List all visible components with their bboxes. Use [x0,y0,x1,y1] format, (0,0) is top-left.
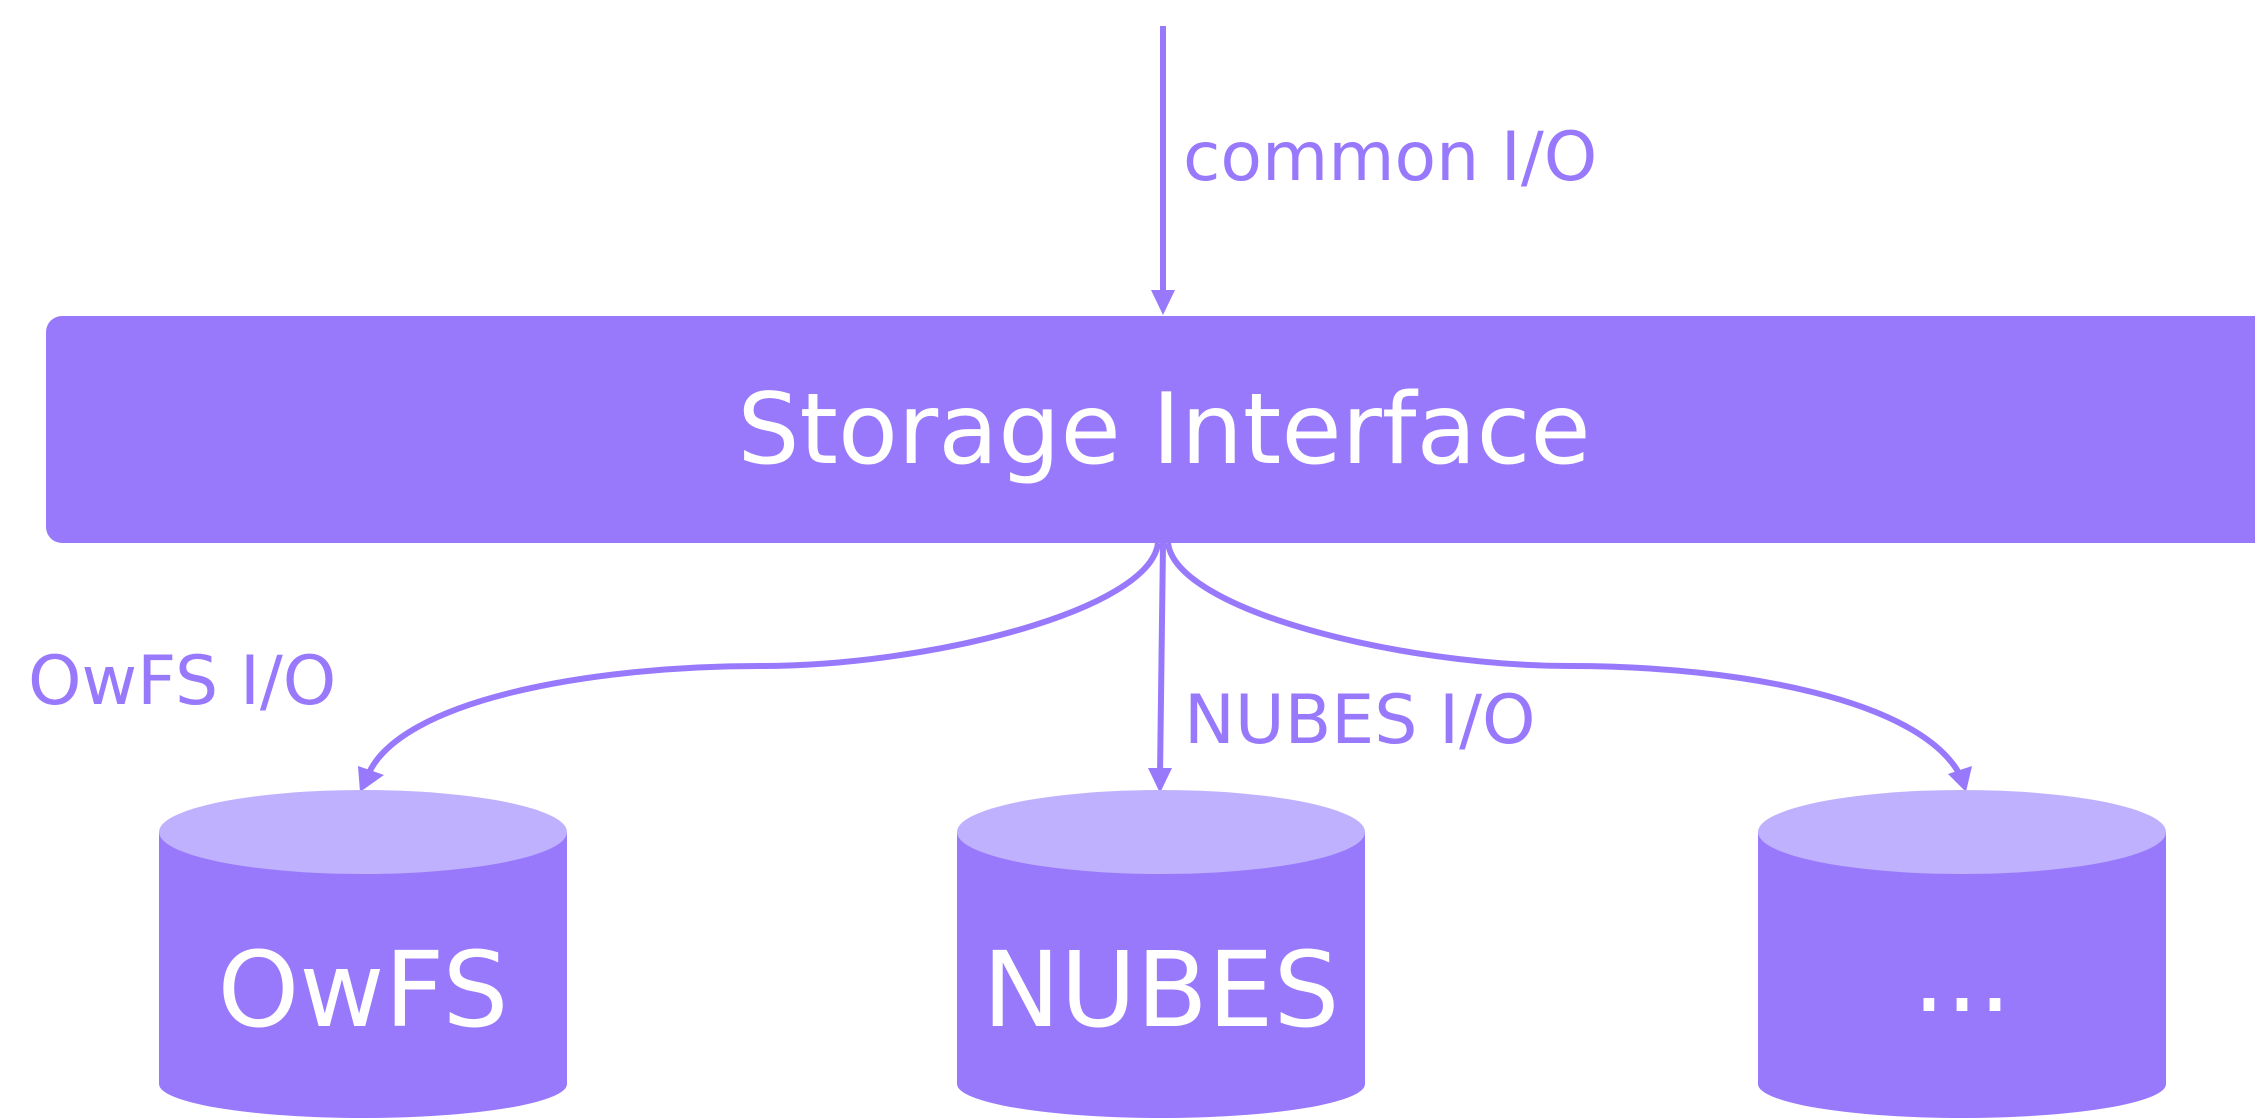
edge-owfs-path [365,542,1161,777]
database-nubes-top [957,790,1365,874]
database-other: ... [1758,790,2166,1118]
edge-other-path [1165,542,1963,777]
database-owfs-label: OwFS [218,929,509,1051]
edge-owfs [358,542,1161,792]
edge-nubes [1148,542,1172,793]
database-other-top [1758,790,2166,874]
database-owfs: OwFS [159,790,567,1118]
database-nubes-label: NUBES [983,929,1340,1051]
storage-interface-box: Storage Interface [46,316,2255,543]
database-owfs-bottom [159,1050,567,1118]
edge-other [1165,542,1972,792]
edge-other-arrowhead [1948,766,1972,792]
database-other-bottom [1758,1050,2166,1118]
common-io-edge [1151,26,1175,315]
database-owfs-top [159,790,567,874]
database-nubes: NUBES [957,790,1365,1118]
edge-owfs-label: OwFS I/O [28,642,336,721]
storage-interface-rect [46,316,2255,543]
edge-owfs-arrowhead [358,766,384,792]
edge-nubes-label: NUBES I/O [1184,681,1536,760]
common-io-label: common I/O [1183,118,1597,197]
edge-nubes-arrowhead [1148,768,1172,793]
database-other-label: ... [1912,914,2011,1036]
edge-nubes-path [1157,542,1166,776]
storage-interface-label: Storage Interface [737,373,1590,487]
database-nubes-bottom [957,1050,1365,1118]
common-io-arrowhead [1151,290,1175,315]
